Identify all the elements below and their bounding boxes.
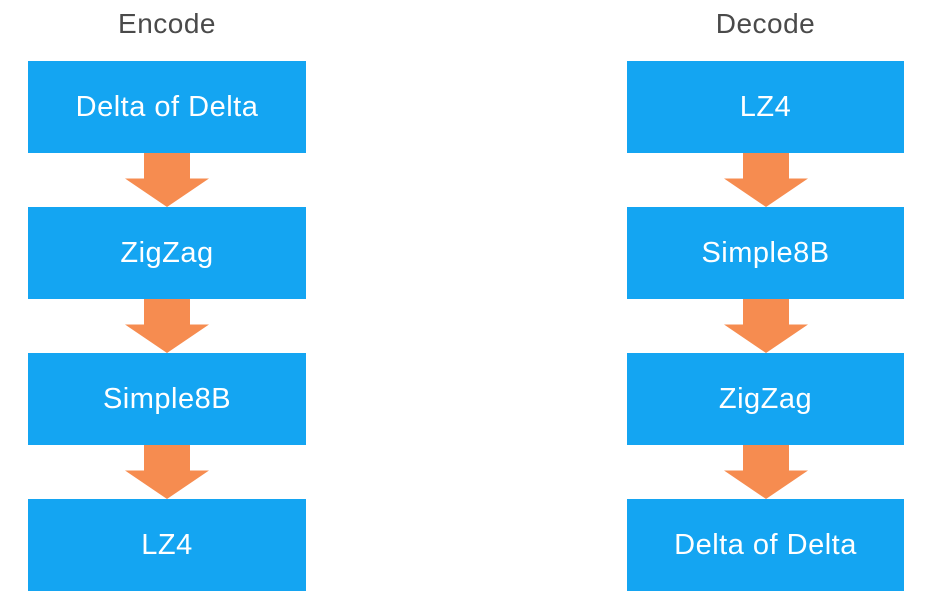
encode-step-zigzag: ZigZag (28, 207, 306, 299)
encode-step-simple8b: Simple8B (28, 353, 306, 445)
down-arrow-icon (125, 299, 209, 353)
down-arrow-icon (125, 153, 209, 207)
down-arrow-icon (723, 153, 808, 207)
flow-box-label: ZigZag (120, 236, 214, 269)
flow-box-label: LZ4 (739, 90, 792, 123)
down-arrow-icon (723, 299, 808, 353)
flow-box-label: Delta of Delta (674, 528, 857, 561)
encode-step-lz4: LZ4 (28, 499, 306, 591)
flow-box-label: LZ4 (141, 528, 193, 561)
encode-column-title: Encode (118, 8, 216, 39)
flow-box-label: Simple8B (102, 382, 232, 415)
decode-step-lz4: LZ4 (627, 61, 904, 153)
encode-column: Encode Delta of Delta ZigZag Simple8B (28, 0, 306, 591)
flow-box-label: ZigZag (718, 382, 813, 415)
flow-box-label: Simple8B (701, 236, 830, 269)
encode-step-delta-of-delta: Delta of Delta (28, 61, 306, 153)
decode-step-simple8b: Simple8B (627, 207, 904, 299)
decode-step-delta-of-delta: Delta of Delta (627, 499, 904, 591)
decode-step-zigzag: ZigZag (627, 353, 904, 445)
down-arrow-icon (125, 445, 209, 499)
down-arrow-icon (723, 445, 808, 499)
decode-column-title: Decode (715, 8, 816, 39)
flow-box-label: Delta of Delta (75, 90, 259, 123)
decode-column: Decode LZ4 Simple8B ZigZag Delta of (627, 0, 904, 591)
